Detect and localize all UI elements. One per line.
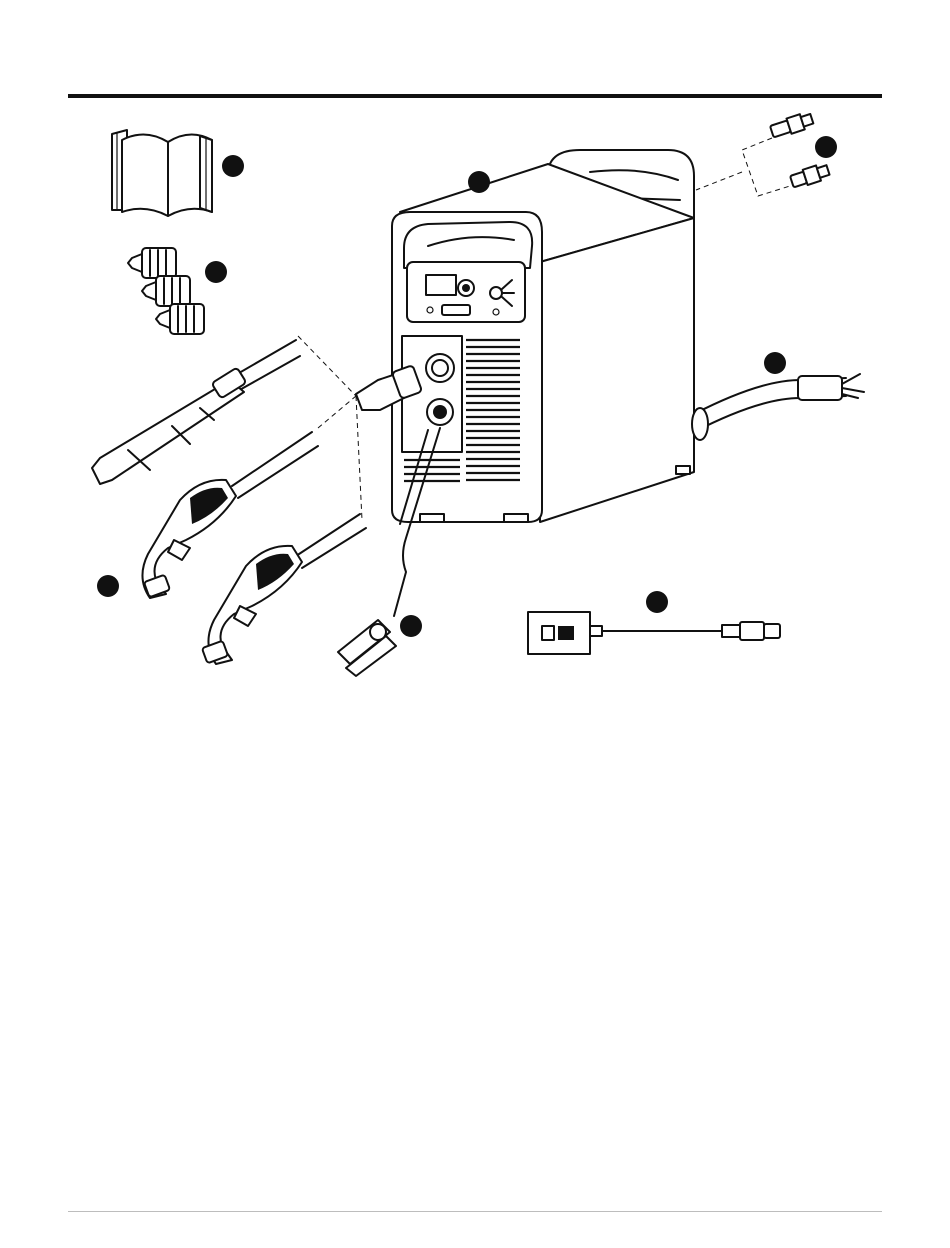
callout-air-fittings <box>815 136 837 158</box>
footer-rule <box>68 1211 882 1212</box>
machine-torch-illustration <box>92 340 300 484</box>
hand-torch-short-illustration <box>202 514 366 664</box>
air-fittings-illustration <box>696 111 830 196</box>
plasma-power-supply-illustration <box>356 150 694 522</box>
callout-power-cord <box>764 352 786 374</box>
callout-torches <box>97 575 119 597</box>
consumable-cartridges-illustration <box>128 248 204 334</box>
system-components-illustration <box>0 0 950 700</box>
callout-remote-pendant <box>646 591 668 613</box>
torch-connection-lines <box>298 336 362 520</box>
remote-pendant-illustration <box>528 612 780 654</box>
operator-manual-illustration <box>112 130 212 216</box>
callout-consumables <box>205 261 227 283</box>
callout-work-clamp <box>400 615 422 637</box>
callout-manual <box>222 155 244 177</box>
power-cord-illustration <box>692 374 864 440</box>
callout-power-supply <box>468 171 490 193</box>
